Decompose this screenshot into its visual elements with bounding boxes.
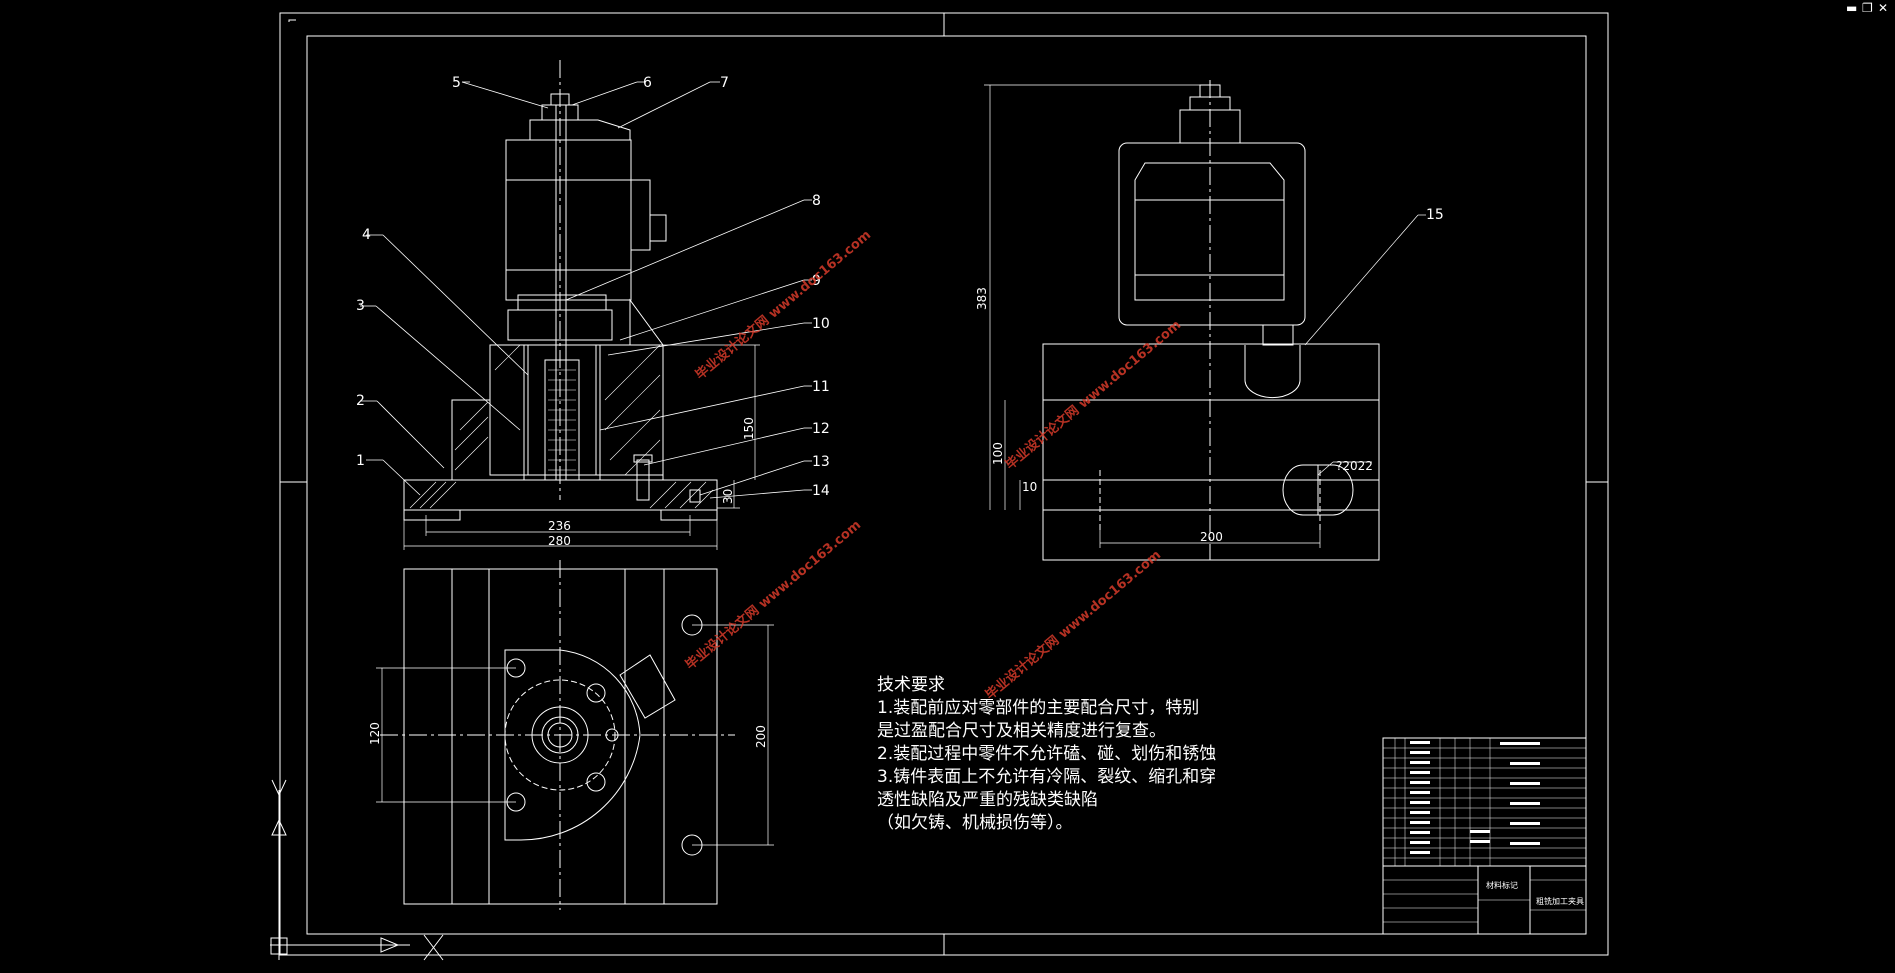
tech-line-1: 1.装配前应对零部件的主要配合尺寸，特别 xyxy=(877,698,1200,718)
dim-150: 150 xyxy=(742,417,756,440)
tech-line-4: 3.铸件表面上不允许有冷隔、裂纹、缩孔和穿 xyxy=(877,767,1217,787)
part-number-5: 5 xyxy=(452,75,461,91)
top-view xyxy=(380,560,735,910)
part-number-4: 4 xyxy=(362,227,371,243)
drawing-name: 粗铣加工夹具 xyxy=(1536,896,1584,906)
dim-280: 280 xyxy=(548,534,571,548)
dim-120: 120 xyxy=(368,722,382,745)
leader-lines xyxy=(360,81,812,499)
side-dimensions xyxy=(984,84,1426,548)
watermark-2: 毕业设计论文网 www.doc163.com xyxy=(682,517,864,673)
dim-236: 236 xyxy=(548,519,571,533)
part-number-6: 6 xyxy=(643,75,652,91)
tech-line-5: 透性缺陷及严重的残缺类缺陷 xyxy=(877,790,1098,810)
title-block xyxy=(1382,737,1587,935)
watermark-3: 毕业设计论文网 www.doc163.com xyxy=(1002,317,1184,473)
material-label: 材料标记 xyxy=(1486,880,1518,890)
base-hatching xyxy=(409,481,714,509)
side-view xyxy=(1042,80,1380,561)
title-block-text: 材料标记 粗铣加工夹具 xyxy=(1486,880,1584,906)
part-number-11: 11 xyxy=(812,379,830,395)
part-number-13: 13 xyxy=(812,454,830,470)
part-number-14: 14 xyxy=(812,483,830,499)
front-dimensions xyxy=(403,344,760,550)
dim-383: 383 xyxy=(975,287,989,310)
top-dimensions xyxy=(376,624,774,846)
part-number-labels: 1 2 3 4 5 6 7 8 9 10 11 12 13 14 15 xyxy=(356,75,1444,499)
dim-30: 30 xyxy=(721,489,735,504)
tech-line-6: （如欠铸、机械损伤等）。 xyxy=(877,813,1073,833)
restore-button[interactable]: ❐ xyxy=(1862,1,1873,15)
tech-line-2: 是过盈配合尺寸及相关精度进行复查。 xyxy=(877,721,1166,741)
part-number-9: 9 xyxy=(812,273,821,289)
part-number-1: 1 xyxy=(356,453,365,469)
watermark-1: 毕业设计论文网 www.doc163.com xyxy=(692,227,874,383)
front-section-view xyxy=(403,60,718,521)
technical-requirements: 技术要求 1.装配前应对零部件的主要配合尺寸，特别 是过盈配合尺寸及相关精度进行… xyxy=(877,674,1216,835)
part-number-3: 3 xyxy=(356,298,365,314)
dim-100: 100 xyxy=(991,442,1005,465)
part-number-12: 12 xyxy=(812,421,830,437)
part-number-2: 2 xyxy=(356,393,365,409)
part-number-7: 7 xyxy=(720,75,729,91)
minimize-button[interactable]: ▬ xyxy=(1846,1,1858,15)
dimension-labels: 236 280 150 30 383 100 10 200 ?2022 120 … xyxy=(368,287,1373,748)
part-number-15: 15 xyxy=(1426,207,1444,223)
centering-marks xyxy=(280,13,1608,955)
technical-requirements-title: 技术要求 xyxy=(877,675,945,695)
dim-10: 10 xyxy=(1022,480,1037,494)
ucs-icon xyxy=(270,779,444,961)
dim-side-200: 200 xyxy=(1200,530,1223,544)
part-number-8: 8 xyxy=(812,193,821,209)
inner-border xyxy=(306,35,1587,935)
tech-line-3: 2.装配过程中零件不允许磕、碰、划伤和锈蚀 xyxy=(877,744,1217,764)
dim-top-200: 200 xyxy=(754,725,768,748)
watermarks: 毕业设计论文网 www.doc163.com 毕业设计论文网 www.doc16… xyxy=(682,227,1184,703)
part-number-10: 10 xyxy=(812,316,830,332)
dim-hole: ?2022 xyxy=(1336,459,1373,473)
close-button[interactable]: ✕ xyxy=(1878,1,1889,15)
